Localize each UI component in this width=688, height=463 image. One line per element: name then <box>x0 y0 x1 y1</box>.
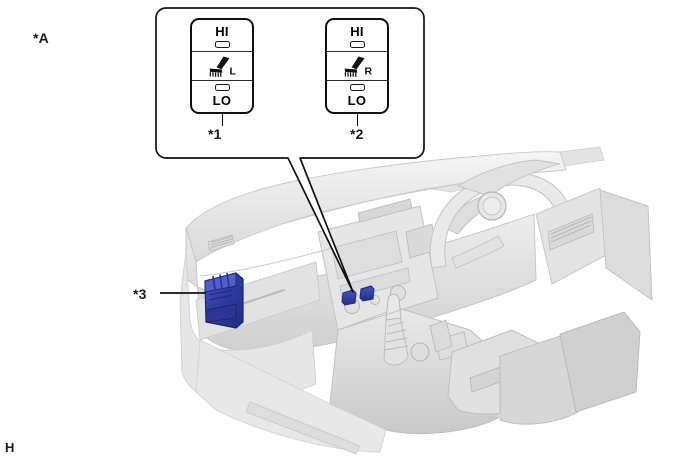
leader-stub-switch-left <box>221 114 223 126</box>
switch-side-letter: L <box>230 66 237 78</box>
seat-heater-ecu <box>204 272 244 329</box>
switch-lo-section[interactable]: LO <box>327 81 387 112</box>
hi-indicator-led <box>349 40 365 48</box>
lo-indicator-led <box>349 84 365 92</box>
switch-seat-icon-section: L <box>192 50 252 82</box>
heated-seat-icon: L <box>209 56 237 78</box>
figure-marker-a: *A <box>33 30 49 46</box>
switch-hi-section[interactable]: HI <box>327 20 387 51</box>
figure-corner-marker: H <box>5 440 15 455</box>
switch-seat-icon-section: R <box>327 50 387 82</box>
component-label-3: *3 <box>133 286 147 302</box>
leader-stub-switch-right <box>356 114 358 126</box>
switch-lo-label: LO <box>212 93 232 109</box>
switch-hi-label: HI <box>350 23 364 39</box>
console-switch-left <box>341 289 357 306</box>
console-switch-right <box>359 285 375 302</box>
switch-hi-label: HI <box>215 23 229 39</box>
seat-heater-switch-left[interactable]: HI L LO <box>190 18 254 114</box>
lo-indicator-led <box>214 84 230 92</box>
switch-hi-section[interactable]: HI <box>192 20 252 51</box>
callout-label-2: *2 <box>350 126 364 142</box>
switch-lo-label: LO <box>347 93 367 109</box>
callout-label-1: *1 <box>208 126 222 142</box>
switch-lo-section[interactable]: LO <box>192 81 252 112</box>
hi-indicator-led <box>214 40 230 48</box>
heated-seat-icon: R <box>344 56 373 78</box>
instrument-panel-illustration <box>179 146 653 455</box>
switch-side-letter: R <box>365 66 373 78</box>
seat-heater-switch-right[interactable]: HI R LO <box>325 18 389 114</box>
